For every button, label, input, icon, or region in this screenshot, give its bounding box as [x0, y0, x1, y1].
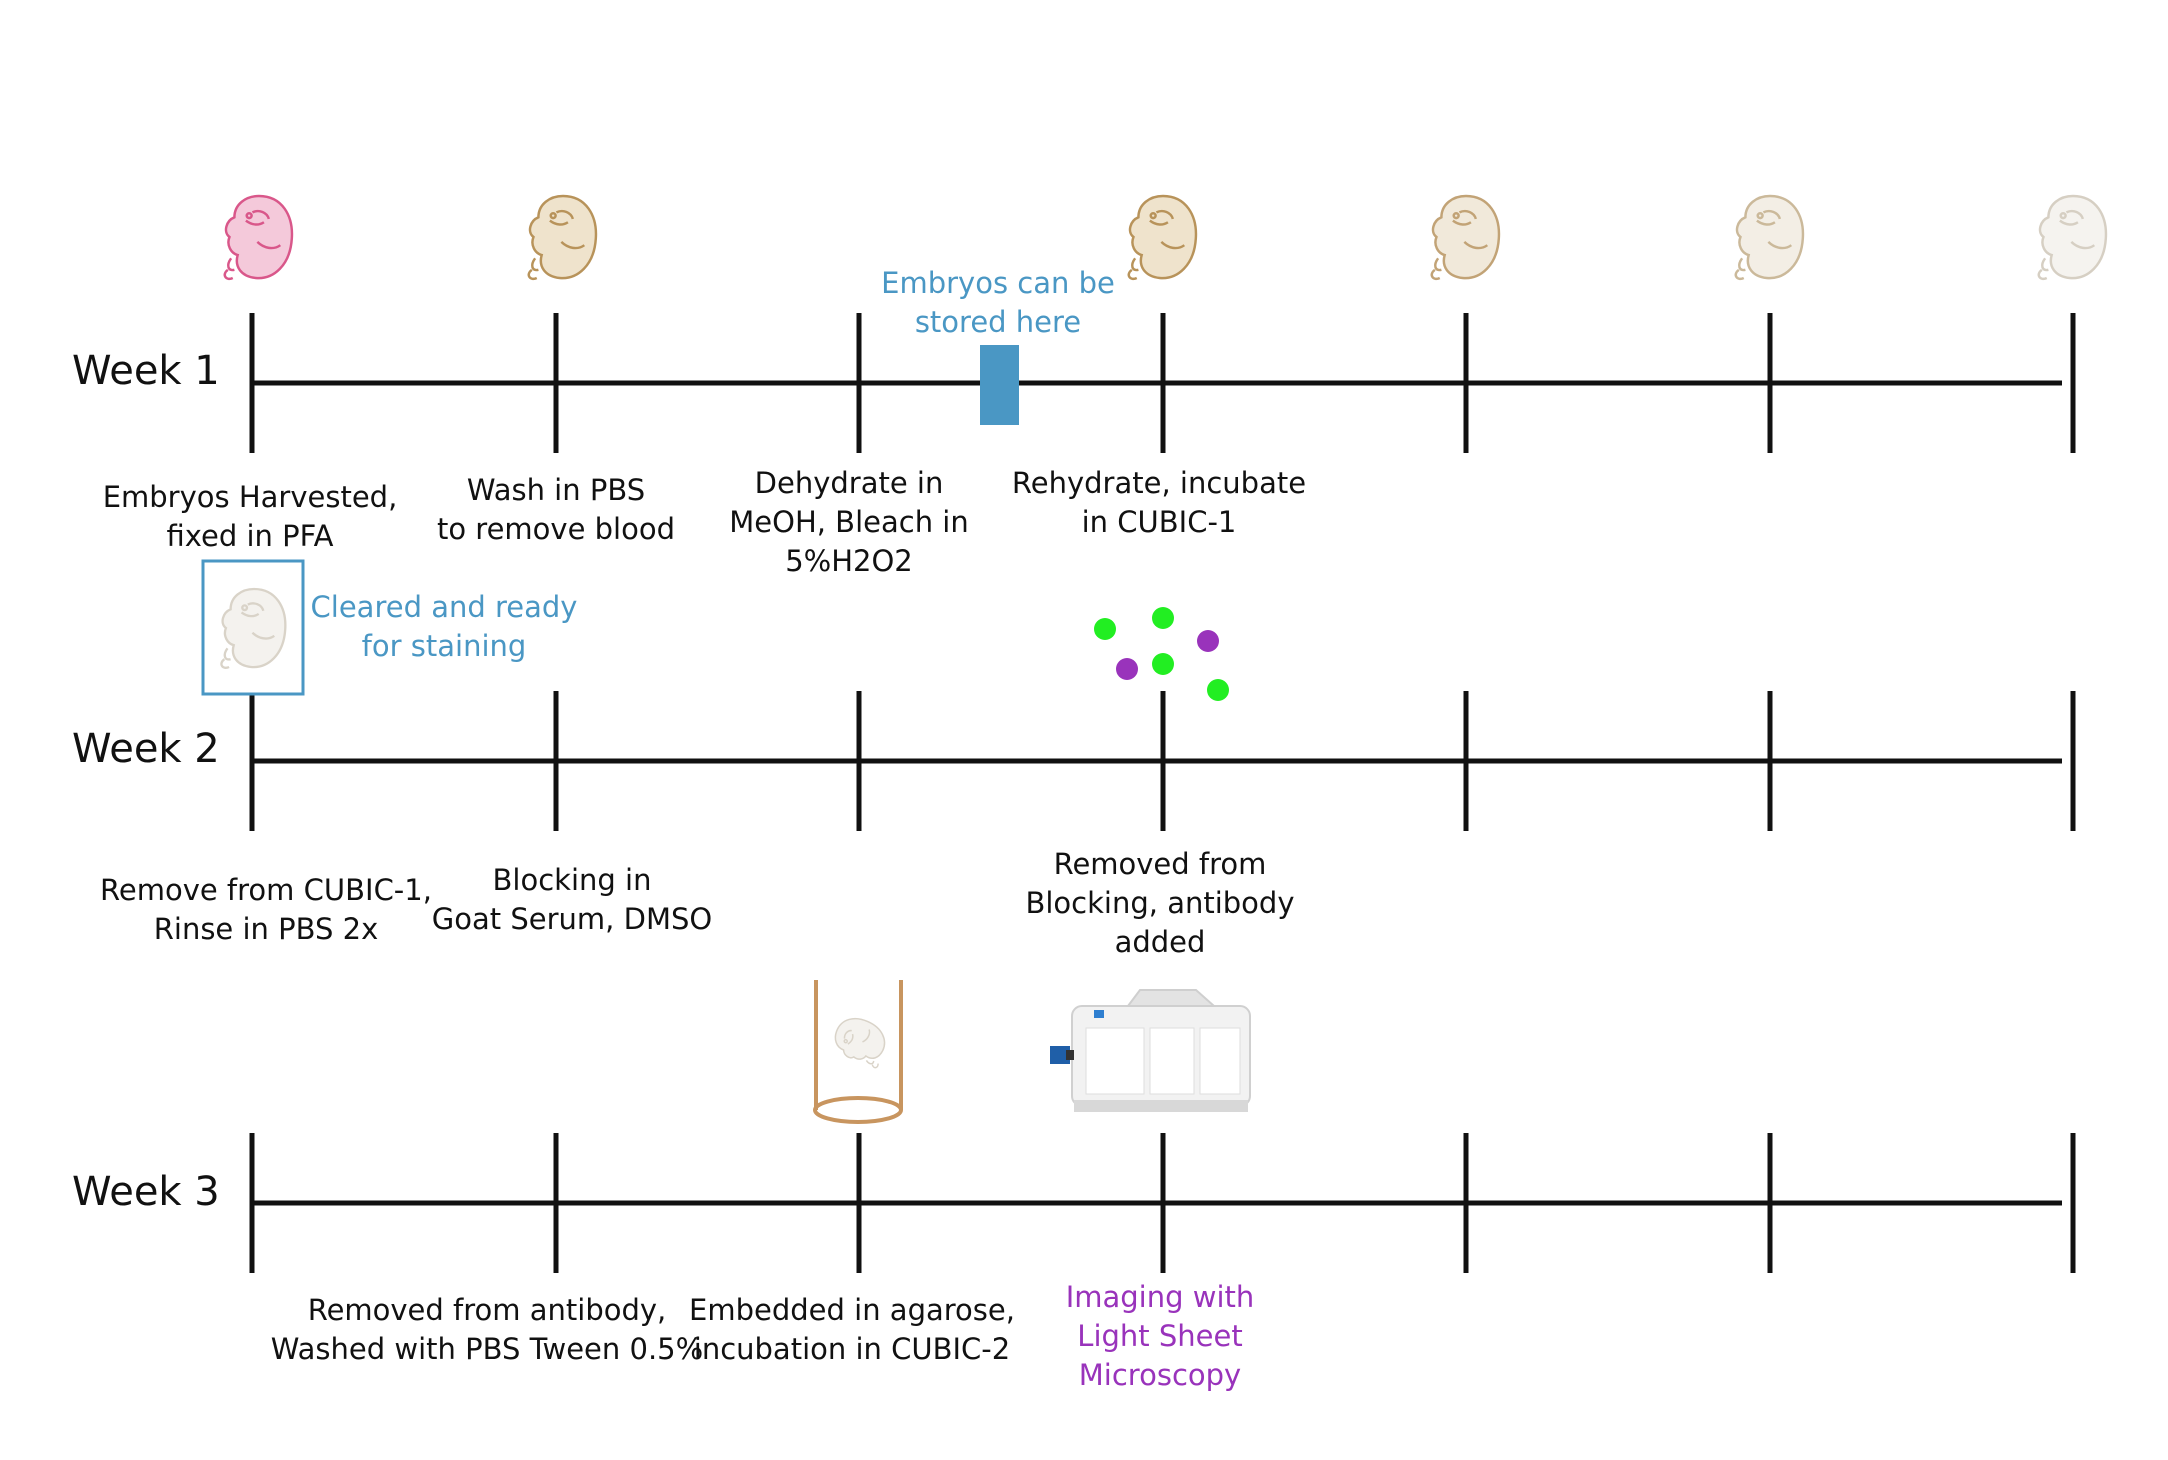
week-3-day-ticks: [249, 1133, 2076, 1273]
antibody-dot: [1197, 630, 1219, 652]
week-3-label: Week 3: [72, 1169, 220, 1215]
embedded-embryo-icon: [828, 1011, 892, 1070]
embryo-icons-row: [223, 194, 2108, 281]
embryo-icon: [527, 194, 598, 281]
antibody-dot: [1207, 679, 1229, 701]
light-sheet-microscope-icon: [1050, 989, 1251, 1112]
week-1-label: Week 1: [72, 348, 220, 394]
week-1-row: Week 1: [72, 313, 2076, 453]
antibody-dots: [1094, 607, 1229, 701]
week-2-label: Week 2: [72, 726, 220, 772]
embryo-icon: [2037, 194, 2108, 281]
antibody-dot: [1152, 607, 1174, 629]
week-2-row: Week 2: [72, 691, 2076, 831]
step-embryos-harvested: Embryos Harvested,fixed in PFA: [103, 480, 398, 553]
step-embedded-agarose: Embedded in agarose,incubation in CUBIC-…: [689, 1293, 1015, 1366]
storage-marker: [980, 345, 1019, 425]
week-3-row: Week 3: [72, 1133, 2076, 1273]
embryo-icon: [1127, 194, 1198, 281]
week-2-day-ticks: [249, 691, 2076, 831]
step-remove-cubic1: Remove from CUBIC-1,Rinse in PBS 2x: [100, 873, 432, 946]
embryo-icon: [1734, 194, 1805, 281]
embryo-icon: [1430, 194, 1501, 281]
antibody-dot: [1094, 618, 1116, 640]
week-1-day-ticks: [249, 313, 2076, 453]
antibody-dot: [1152, 653, 1174, 675]
antibody-dot: [1116, 658, 1138, 680]
cleared-embryo-box: [201, 559, 305, 696]
agarose-tube-icon: [813, 980, 903, 1124]
step-removed-from-antibody: Removed from antibody,Washed with PBS Tw…: [271, 1293, 703, 1366]
embryo-icon: [223, 194, 294, 281]
